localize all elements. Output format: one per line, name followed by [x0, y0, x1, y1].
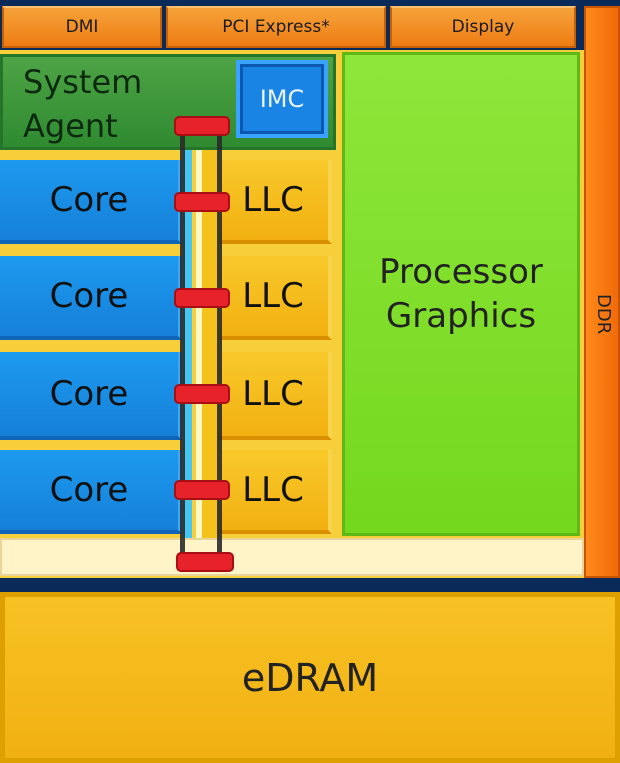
- llc-label-3: LLC: [242, 374, 304, 414]
- display-label: Display: [451, 17, 515, 37]
- ring-stop-core-2: [174, 288, 230, 308]
- system-agent-label-line2: Agent: [23, 107, 118, 145]
- llc-label-1: LLC: [242, 180, 304, 220]
- llc-block-1: LLC: [218, 160, 332, 244]
- ring-stop-core-1: [174, 192, 230, 212]
- ring-bottom-strip: [0, 538, 584, 576]
- system-agent-label-line1: System: [23, 63, 143, 101]
- ring-lane-blue: [182, 150, 192, 540]
- graphics-label-line2: Graphics: [385, 296, 537, 336]
- edram-label: eDRAM: [241, 655, 379, 700]
- pcie-label: PCI Express*: [222, 17, 330, 37]
- ring-stop-graphics: [176, 552, 234, 572]
- dmi-block: DMI: [2, 6, 162, 48]
- ring-stop-core-4: [174, 480, 230, 500]
- core-label-4: Core: [49, 470, 129, 510]
- ring-stop-core-3: [174, 384, 230, 404]
- llc-label-4: LLC: [242, 470, 304, 510]
- llc-block-3: LLC: [218, 352, 332, 440]
- llc-label-2: LLC: [242, 276, 304, 316]
- core-block-2: Core: [0, 256, 182, 340]
- pcie-block: PCI Express*: [166, 6, 386, 48]
- llc-block-2: LLC: [218, 256, 332, 340]
- graphics-label-line1: Processor: [379, 251, 543, 292]
- core-label-2: Core: [49, 276, 129, 316]
- ring-lane-light: [196, 150, 202, 540]
- dmi-label: DMI: [65, 17, 99, 37]
- ring-lane-yellow: [202, 150, 218, 540]
- ring-bus-outline: [180, 120, 222, 570]
- ddr-label: DDR: [593, 294, 614, 335]
- core-label-1: Core: [49, 180, 129, 220]
- edram-block: eDRAM: [0, 592, 620, 763]
- llc-block-4: LLC: [218, 450, 332, 534]
- ring-stop-system-agent: [174, 116, 230, 136]
- ddr-block: DDR: [584, 6, 620, 578]
- processor-graphics-block: Processor Graphics: [342, 52, 580, 536]
- core-block-3: Core: [0, 352, 182, 440]
- core-block-4: Core: [0, 450, 182, 534]
- imc-block: IMC: [236, 60, 328, 138]
- separator: [0, 578, 620, 592]
- core-label-3: Core: [49, 374, 129, 414]
- display-block: Display: [390, 6, 576, 48]
- imc-label: IMC: [259, 85, 305, 113]
- core-block-1: Core: [0, 160, 182, 244]
